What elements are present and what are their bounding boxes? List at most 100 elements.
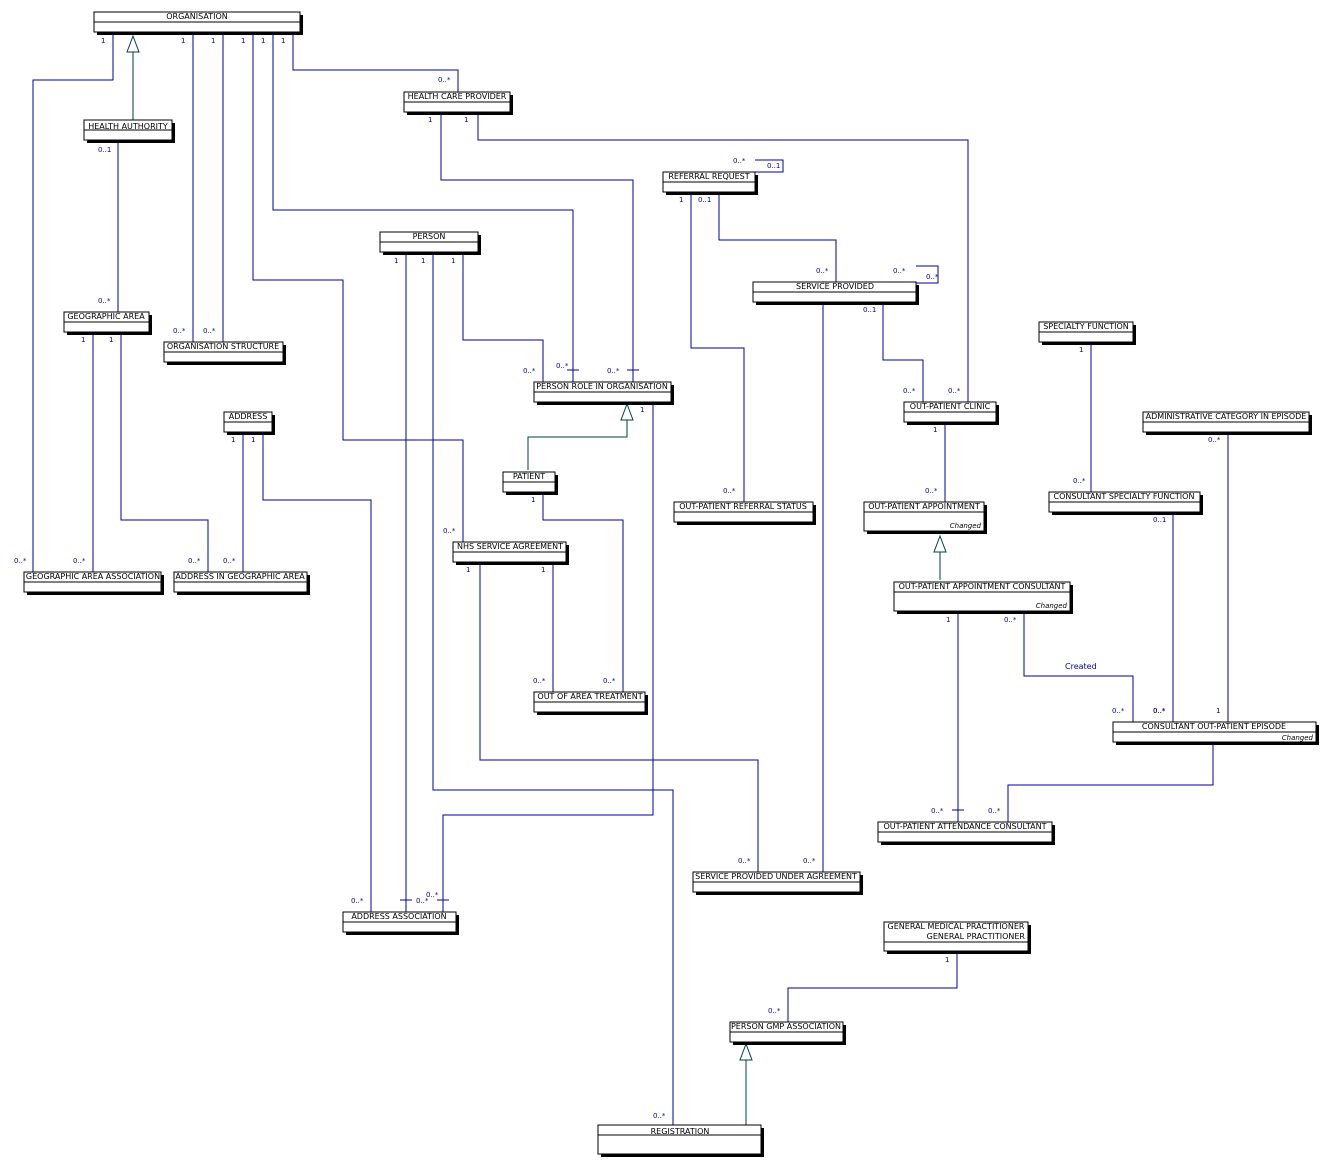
entity-person-role-in-organisation-label: PERSON ROLE IN ORGANISATION bbox=[536, 382, 668, 391]
multiplicity: 0..1 bbox=[98, 146, 111, 154]
rel-address-address-assoc bbox=[262, 432, 372, 912]
entity-out-patient-appointment-consultant-stereotype: Changed bbox=[1036, 602, 1068, 610]
note-created: Created bbox=[1065, 662, 1097, 671]
entity-nhs-service-agreement[interactable]: NHS SERVICE AGREEMENT bbox=[452, 541, 569, 565]
multiplicity: 1 bbox=[181, 37, 185, 45]
rel-service-self bbox=[916, 265, 939, 284]
multiplicity: 1 bbox=[394, 257, 398, 265]
entity-organisation-structure[interactable]: ORGANISATION STRUCTURE bbox=[163, 341, 286, 365]
multiplicity: 1 bbox=[241, 37, 245, 45]
rel-org-person-role-a bbox=[272, 34, 574, 382]
entity-specialty-function[interactable]: SPECIALTY FUNCTION bbox=[1038, 321, 1136, 345]
multiplicity: 0..* bbox=[14, 557, 27, 565]
entity-person-role-in-organisation[interactable]: PERSON ROLE IN ORGANISATION bbox=[533, 381, 674, 405]
entity-general-medical-practitioner[interactable]: GENERAL MEDICAL PRACTITIONER GENERAL PRA… bbox=[883, 921, 1031, 954]
multiplicity: 0..* bbox=[203, 327, 216, 335]
entity-consultant-specialty-function[interactable]: CONSULTANT SPECIALTY FUNCTION bbox=[1048, 491, 1203, 515]
entity-administrative-category-in-episode-label: ADMINISTRATIVE CATEGORY IN EPISODE bbox=[1146, 412, 1307, 421]
entity-patient-label: PATIENT bbox=[513, 472, 545, 481]
entity-address-in-geographic-area[interactable]: ADDRESS IN GEOGRAPHIC AREA bbox=[173, 571, 310, 595]
multiplicity: 1 bbox=[421, 257, 425, 265]
entity-consultant-out-patient-episode-stereotype: Changed bbox=[1282, 734, 1314, 742]
multiplicity: 0..* bbox=[188, 557, 201, 565]
entity-organisation-label: ORGANISATION bbox=[166, 12, 227, 21]
entity-out-patient-referral-status-label: OUT-PATIENT REFERRAL STATUS bbox=[679, 502, 807, 511]
multiplicity: 1 bbox=[211, 37, 215, 45]
entity-out-patient-appointment-consultant[interactable]: OUT-PATIENT APPOINTMENT CONSULTANT Chang… bbox=[893, 581, 1073, 614]
rel-referral-service bbox=[718, 192, 837, 282]
gen-health-authority-triangle bbox=[126, 34, 140, 53]
multiplicity: 1 bbox=[428, 116, 432, 124]
entity-patient[interactable]: PATIENT bbox=[502, 471, 558, 495]
entity-administrative-category-in-episode[interactable]: ADMINISTRATIVE CATEGORY IN EPISODE bbox=[1142, 411, 1312, 435]
rel-referral-status bbox=[690, 192, 745, 502]
multiplicity: 1 bbox=[945, 956, 949, 964]
multiplicity: 0..* bbox=[223, 557, 236, 565]
entity-out-patient-clinic-label: OUT-PATIENT CLINIC bbox=[910, 402, 991, 411]
multiplicity: 1 bbox=[541, 566, 545, 574]
multiplicity: 0..* bbox=[443, 527, 456, 535]
entity-out-patient-referral-status[interactable]: OUT-PATIENT REFERRAL STATUS bbox=[673, 501, 816, 525]
multiplicity: 1 bbox=[81, 336, 85, 344]
multiplicity: 0..* bbox=[1153, 707, 1166, 715]
entity-out-patient-appointment[interactable]: OUT-PATIENT APPOINTMENT Changed bbox=[863, 501, 987, 534]
multiplicity: 1 bbox=[251, 436, 255, 444]
multiplicity: 1 bbox=[464, 116, 468, 124]
rel-org-nhs-agreement bbox=[252, 34, 464, 542]
entity-health-care-provider[interactable]: HEALTH CARE PROVIDER bbox=[403, 91, 513, 115]
entity-geographic-area-association[interactable]: GEOGRAPHIC AREA ASSOCIATION bbox=[23, 571, 164, 595]
multiplicity: 0..* bbox=[98, 297, 111, 305]
entity-consultant-out-patient-episode[interactable]: CONSULTANT OUT-PATIENT EPISODE Changed bbox=[1112, 721, 1319, 745]
entity-health-authority-label: HEALTH AUTHORITY bbox=[88, 122, 168, 131]
entity-gmp-label-line1: GENERAL MEDICAL PRACTITIONER bbox=[888, 922, 1025, 931]
entity-address[interactable]: ADDRESS bbox=[223, 411, 275, 435]
entity-health-care-provider-label: HEALTH CARE PROVIDER bbox=[408, 92, 507, 101]
multiplicity: 0..* bbox=[931, 807, 944, 815]
rel-person-role-address-assoc bbox=[442, 402, 654, 912]
entity-address-in-geographic-area-label: ADDRESS IN GEOGRAPHIC AREA bbox=[175, 572, 305, 581]
rel-referral-self bbox=[755, 159, 784, 173]
entity-registration[interactable]: REGISTRATION bbox=[597, 1124, 764, 1157]
multiplicity: 0..* bbox=[351, 897, 364, 905]
multiplicity: 1 bbox=[1079, 346, 1083, 354]
entity-referral-request[interactable]: REFERRAL REQUEST bbox=[662, 171, 758, 195]
entity-address-association[interactable]: ADDRESS ASSOCIATION bbox=[342, 911, 459, 935]
entity-geographic-area[interactable]: GEOGRAPHIC AREA bbox=[63, 311, 152, 335]
multiplicity: 0..* bbox=[523, 367, 536, 375]
multiplicity: 1 bbox=[281, 37, 285, 45]
rel-appt-consultant-episode bbox=[1023, 610, 1134, 722]
entity-health-authority[interactable]: HEALTH AUTHORITY bbox=[83, 119, 175, 143]
entity-registration-label: REGISTRATION bbox=[651, 1127, 710, 1136]
relationship-lines bbox=[32, 34, 1229, 1127]
entity-gmp-label-line2: GENERAL PRACTITIONER bbox=[927, 932, 1026, 941]
multiplicity: 0..1 bbox=[1153, 516, 1166, 524]
multiplicity: 1 bbox=[946, 616, 950, 624]
entity-person[interactable]: PERSON bbox=[379, 231, 481, 255]
rel-org-geo-area-assoc bbox=[32, 34, 114, 572]
rel-person-person-role bbox=[462, 252, 544, 382]
rel-hcp-person-role bbox=[440, 112, 634, 382]
multiplicity: 0..* bbox=[1112, 707, 1125, 715]
multiplicity: 1 bbox=[261, 37, 265, 45]
multiplicity: 1 bbox=[1216, 707, 1220, 715]
gen-patient-line bbox=[527, 420, 628, 470]
entity-service-provided-under-agreement[interactable]: SERVICE PROVIDED UNDER AGREEMENT bbox=[692, 871, 863, 895]
entity-person-gmp-association[interactable]: PERSON GMP ASSOCIATION bbox=[729, 1021, 846, 1045]
entity-out-patient-attendance-consultant-label: OUT-PATIENT ATTENDANCE CONSULTANT bbox=[883, 822, 1046, 831]
entity-service-provided[interactable]: SERVICE PROVIDED bbox=[752, 281, 919, 305]
multiplicity: 0..* bbox=[948, 387, 961, 395]
multiplicity: 0..* bbox=[926, 273, 939, 281]
identifying-bars bbox=[400, 369, 964, 901]
multiplicity: 1 bbox=[231, 436, 235, 444]
multiplicity: 0..* bbox=[603, 677, 616, 685]
entity-out-patient-attendance-consultant[interactable]: OUT-PATIENT ATTENDANCE CONSULTANT bbox=[877, 821, 1055, 845]
rel-nhs-service-under-agreement bbox=[479, 562, 759, 872]
multiplicity: 0..1 bbox=[698, 196, 711, 204]
multiplicity: 1 bbox=[451, 257, 455, 265]
entity-nhs-service-agreement-label: NHS SERVICE AGREEMENT bbox=[457, 542, 563, 551]
entity-out-patient-clinic[interactable]: OUT-PATIENT CLINIC bbox=[903, 401, 999, 425]
entity-out-of-area-treatment[interactable]: OUT OF AREA TREATMENT bbox=[533, 691, 648, 715]
entity-organisation[interactable]: ORGANISATION bbox=[93, 11, 303, 35]
entity-referral-request-label: REFERRAL REQUEST bbox=[668, 172, 749, 181]
